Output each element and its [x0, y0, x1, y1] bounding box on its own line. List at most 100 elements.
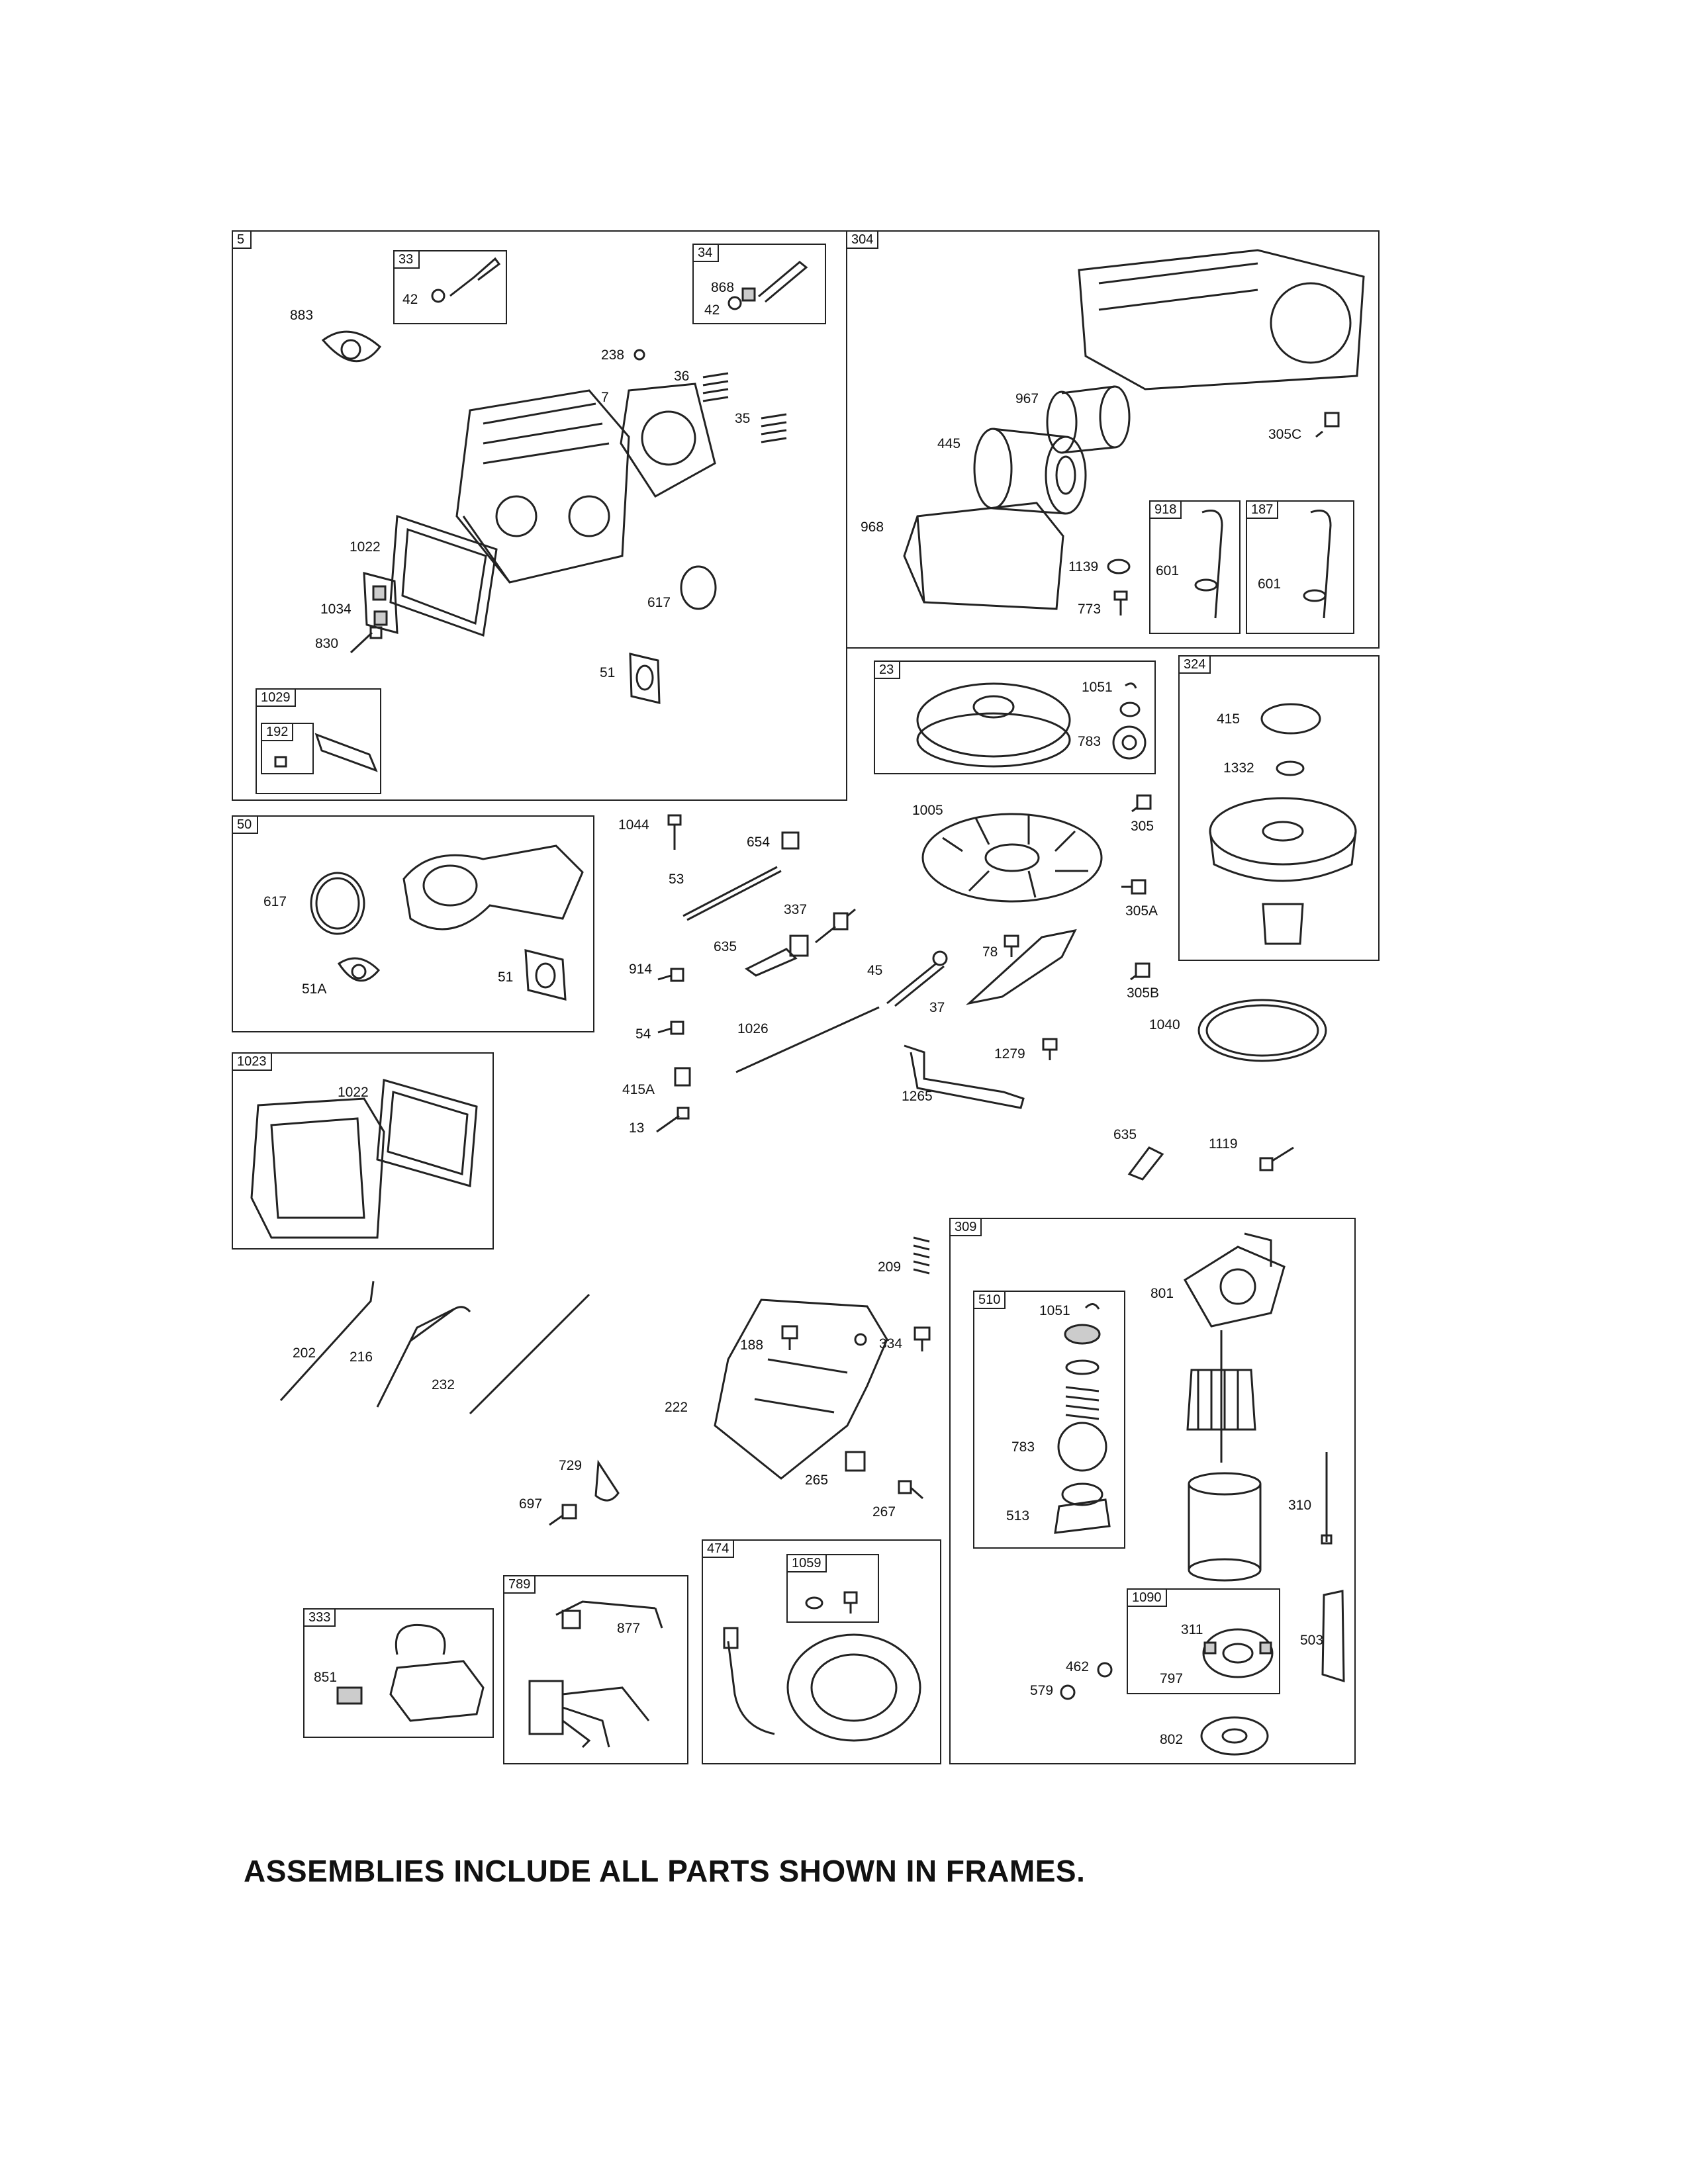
callout-305B: 305B [1127, 985, 1160, 1001]
callout-914: 914 [629, 962, 653, 977]
callout-42: 42 [704, 302, 720, 318]
gasket-51a-icon [337, 957, 381, 982]
callout-1332: 1332 [1223, 760, 1254, 776]
plug-415a-icon [674, 1067, 691, 1087]
frame-tag-1029: 1029 [256, 688, 296, 707]
callout-209: 209 [878, 1259, 902, 1275]
spring-36-icon [702, 372, 729, 402]
control-bracket-icon [714, 1298, 888, 1480]
callout-45: 45 [867, 963, 883, 978]
callout-877: 877 [617, 1621, 641, 1636]
frame-474 [702, 1539, 941, 1764]
callout-311: 311 [1181, 1622, 1203, 1637]
screw-305b-icon [1130, 962, 1150, 981]
screw-697-icon [549, 1504, 577, 1526]
callout-51: 51 [600, 665, 616, 680]
frame-tag-510: 510 [973, 1291, 1006, 1309]
bolt-13-icon [656, 1107, 690, 1133]
air-cleaner-cover-icon [903, 502, 1064, 610]
callout-36: 36 [674, 369, 690, 384]
o-ring-617-icon [680, 565, 717, 610]
frame-tag-33: 33 [393, 250, 420, 269]
frame-789 [503, 1575, 688, 1764]
frame-50 [232, 815, 594, 1032]
screw-54-icon [657, 1021, 684, 1035]
hardware-1059-icon [805, 1591, 858, 1614]
tube-918-icon [1194, 510, 1223, 619]
screw-305c-icon [1315, 412, 1340, 438]
callout-883: 883 [290, 308, 314, 323]
callout-462: 462 [1066, 1659, 1090, 1674]
knob-773-icon [1113, 590, 1128, 615]
frame-tag-5: 5 [232, 230, 252, 249]
callout-503: 503 [1300, 1633, 1324, 1648]
frame-tag-474: 474 [702, 1539, 735, 1558]
callout-1051: 1051 [1082, 680, 1113, 695]
callout-617: 617 [263, 894, 287, 909]
callout-42: 42 [402, 292, 418, 307]
callout-1265: 1265 [902, 1089, 933, 1104]
ring-1040-icon [1197, 999, 1327, 1062]
clip-265-icon [845, 1451, 866, 1472]
frame-tag-1090: 1090 [1127, 1588, 1167, 1607]
screw-305-icon [1131, 794, 1152, 813]
callout-445: 445 [937, 436, 961, 451]
frame-tag-192: 192 [261, 723, 294, 741]
link-202-icon [279, 1281, 375, 1402]
callout-216: 216 [350, 1349, 373, 1365]
callout-851: 851 [314, 1670, 338, 1685]
gear-783-icon [1112, 725, 1147, 760]
brush-holder-icon [1202, 1628, 1274, 1678]
boot-635-icon [745, 934, 809, 977]
filter-445-icon [973, 428, 1087, 515]
cover-gasket-icon [389, 514, 498, 637]
starter-end-cap-icon [1183, 1232, 1286, 1328]
callout-601: 601 [1258, 576, 1282, 592]
rewind-starter-icon [1209, 797, 1357, 945]
callout-967: 967 [1015, 391, 1039, 406]
frame-304 [846, 230, 1380, 649]
spring-209-icon [913, 1236, 930, 1275]
screw-188-icon [781, 1325, 798, 1350]
screw-462-icon [1097, 1662, 1113, 1678]
nut-654-icon [781, 831, 800, 850]
callout-222: 222 [665, 1400, 688, 1415]
screw-1279-icon [1042, 1038, 1058, 1060]
frame-309 [949, 1218, 1356, 1764]
callout-267: 267 [872, 1504, 896, 1520]
callout-337: 337 [784, 902, 808, 917]
callout-802: 802 [1160, 1732, 1184, 1747]
callout-310: 310 [1288, 1498, 1312, 1513]
armature-icon [1186, 1330, 1256, 1463]
callout-1040: 1040 [1149, 1017, 1180, 1032]
callout-783: 783 [1078, 734, 1102, 749]
flywheel-icon [916, 682, 1071, 768]
screw-305a-icon [1121, 879, 1147, 895]
ignition-coil-icon [336, 1623, 485, 1722]
link-216-icon [376, 1306, 471, 1408]
bolt-1044-icon [667, 814, 682, 850]
callout-617: 617 [647, 595, 671, 610]
washer-1332-icon [1276, 760, 1305, 776]
callout-7: 7 [601, 390, 609, 405]
nut-579-icon [1060, 1684, 1076, 1700]
callout-305: 305 [1131, 819, 1154, 834]
o-ring-617-icon [310, 872, 365, 935]
callout-202: 202 [293, 1345, 316, 1361]
gasket-883-icon [321, 330, 382, 363]
starter-housing-icon [1188, 1472, 1262, 1582]
callout-1005: 1005 [912, 803, 943, 818]
frame-1029 [256, 688, 381, 794]
callout-1051: 1051 [1039, 1303, 1070, 1318]
bolt-830-icon [350, 626, 383, 654]
tube-187-icon [1303, 510, 1332, 619]
shaft-45-icon [886, 950, 948, 1007]
intake-valve-icon [431, 257, 501, 303]
callout-1026: 1026 [737, 1021, 769, 1036]
callout-797: 797 [1160, 1671, 1184, 1686]
filter-967-icon [1046, 385, 1131, 454]
frame-510 [973, 1291, 1125, 1549]
pin-238-icon [633, 349, 645, 361]
frame-tag-23: 23 [874, 660, 900, 679]
